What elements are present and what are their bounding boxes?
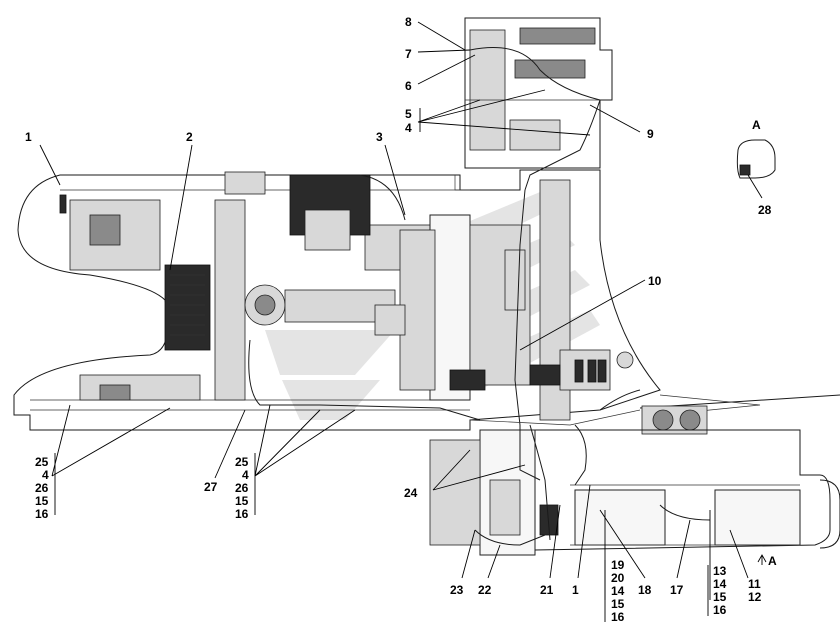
stack-19-3: 15 bbox=[611, 597, 625, 611]
callout-3: 3 bbox=[376, 130, 383, 144]
callout-18: 18 bbox=[638, 583, 652, 597]
stack-mid-1: 4 bbox=[242, 468, 249, 482]
stack-brackets bbox=[604, 560, 709, 622]
stack-left-4: 16 bbox=[35, 507, 49, 521]
view-a-detail bbox=[736, 139, 776, 179]
stack-19-1: 20 bbox=[611, 571, 625, 585]
stack-19-2: 14 bbox=[611, 584, 625, 598]
view-a-title: A bbox=[752, 118, 761, 132]
callout-17: 17 bbox=[670, 583, 684, 597]
engine-components bbox=[59, 194, 211, 401]
wiring-harness bbox=[248, 174, 711, 546]
stack-mid-2: 26 bbox=[235, 481, 249, 495]
stack-mid-3: 15 bbox=[235, 494, 249, 508]
upper-panel bbox=[464, 17, 613, 191]
stack-13-0: 13 bbox=[713, 564, 727, 578]
callout-7: 7 bbox=[405, 47, 412, 61]
callout-24: 24 bbox=[404, 486, 418, 500]
cab-side bbox=[639, 394, 840, 435]
callout-23: 23 bbox=[450, 583, 464, 597]
callout-10: 10 bbox=[648, 274, 662, 288]
callout-2: 2 bbox=[186, 130, 193, 144]
callout-12: 12 bbox=[748, 590, 762, 604]
callout-8: 8 bbox=[405, 15, 412, 29]
stack-13-1: 14 bbox=[713, 577, 727, 591]
stack-left-1: 4 bbox=[42, 468, 49, 482]
relay-block bbox=[449, 349, 634, 391]
central-engine bbox=[244, 174, 531, 401]
stack-mid-0: 25 bbox=[235, 455, 249, 469]
callout-1: 1 bbox=[25, 130, 32, 144]
stack-mid-4: 16 bbox=[235, 507, 249, 521]
callout-22: 22 bbox=[478, 583, 492, 597]
callout-6: 6 bbox=[405, 79, 412, 93]
callout-28: 28 bbox=[758, 203, 772, 217]
callout-4: 4 bbox=[405, 121, 412, 135]
callout-5: 5 bbox=[405, 107, 412, 121]
view-a-marker: A bbox=[768, 554, 777, 568]
stack-19-4: 16 bbox=[611, 610, 625, 624]
stack-left-2: 26 bbox=[35, 481, 49, 495]
view-a-arrow-icon bbox=[757, 554, 767, 563]
stack-13-2: 15 bbox=[713, 590, 727, 604]
battery-tray bbox=[429, 429, 840, 556]
stack-19-0: 19 bbox=[611, 558, 625, 572]
callout-1-lower: 1 bbox=[572, 583, 579, 597]
stack-left-0: 25 bbox=[35, 455, 49, 469]
callout-21: 21 bbox=[540, 583, 554, 597]
stack-13-3: 16 bbox=[713, 603, 727, 617]
leader-lines bbox=[39, 21, 763, 600]
stack-left-3: 15 bbox=[35, 494, 49, 508]
callout-9: 9 bbox=[647, 127, 654, 141]
callout-11: 11 bbox=[748, 577, 761, 591]
callout-27: 27 bbox=[204, 480, 218, 494]
